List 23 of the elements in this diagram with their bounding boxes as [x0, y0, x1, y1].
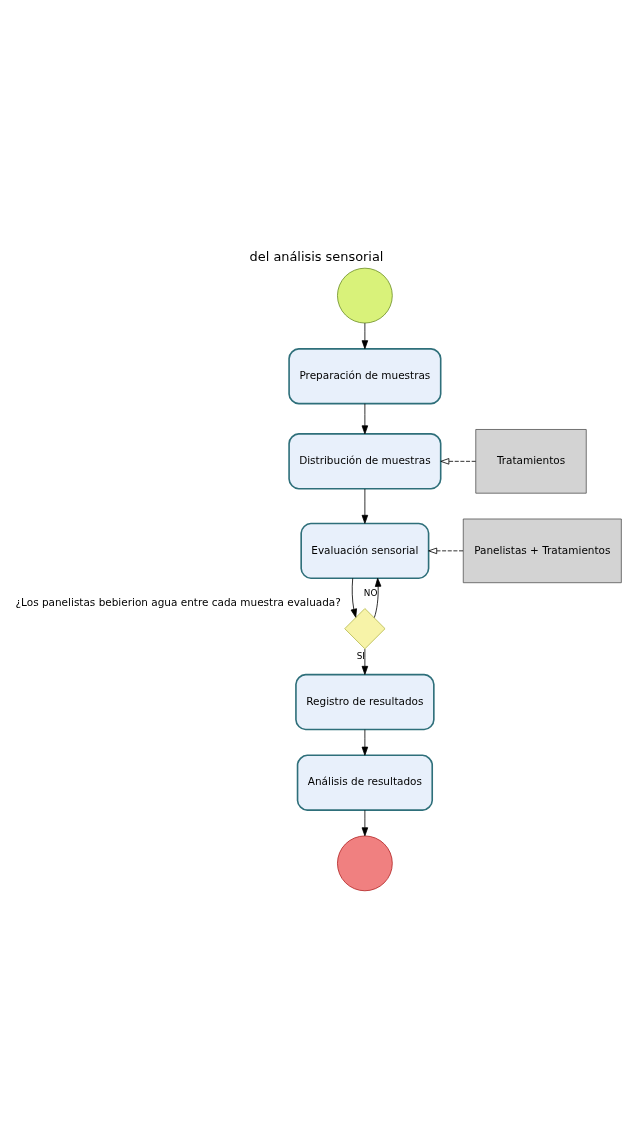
arrow: [361, 729, 369, 756]
node-box: Tratamientos: [475, 429, 587, 494]
node-box: Registro de resultados: [295, 673, 435, 731]
edge-label: SI: [356, 650, 365, 661]
node-circle: [337, 267, 393, 324]
arrow: [361, 648, 369, 675]
node-box: Evaluación sensorial: [300, 522, 430, 580]
diagram-title: del análisis sensorial: [249, 248, 384, 264]
arrow: [440, 458, 477, 465]
arrow: [428, 547, 464, 555]
arrow: [361, 322, 369, 350]
arrow: [350, 577, 357, 618]
arrow: [373, 577, 382, 618]
arrow: [361, 488, 369, 524]
node-box: Análisis de resultados: [296, 754, 434, 811]
edge-label: NO: [363, 587, 378, 598]
node-box: Preparación de muestras: [288, 348, 442, 405]
node-label: ¿Los panelistas bebierion agua entre cada muestra evaluada?: [15, 595, 341, 608]
arrow: [361, 809, 369, 837]
node-circle: [337, 835, 393, 892]
node-box: Distribución de muestras: [288, 433, 442, 490]
arrow: [361, 403, 369, 435]
node-box: Panelistas + Tratamientos: [462, 518, 622, 584]
